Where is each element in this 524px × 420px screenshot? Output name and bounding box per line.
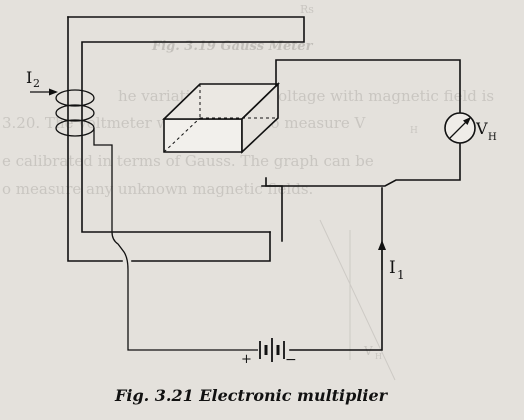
coil-current-sub: 2 [33,77,40,90]
battery-negative: − [285,352,297,368]
bg-top-scrap: Rs [300,3,314,16]
meter-label: V [475,119,488,138]
battery-positive: + [241,352,252,367]
hall-slab [162,82,280,154]
battery [259,338,285,362]
bg-line-3: e calibrated in terms of Gauss. The grap… [2,152,374,170]
hall-voltmeter [444,112,476,144]
diagram-labels: I 2 I 1 V H + − [26,68,497,368]
current-circuit [289,187,386,351]
bg-graph-line [319,219,396,381]
bg-line-4: o measure any unknown magnetic fields. [2,180,313,198]
meter-sub: H [488,132,497,143]
bg-lower-ghost-sub: H [375,352,382,361]
figure-caption: Fig. 3.21 Electronic multiplier [114,386,389,405]
input-current-sub: 1 [397,268,405,282]
magnetizing-coil [30,88,258,351]
input-current-label: I [389,258,396,278]
bg-lower-ghost: V [363,344,373,358]
bg-line-1: he variation of Hall voltage with magnet… [118,87,494,105]
bg-line-2-sub: H [410,126,418,136]
voltmeter-circuit [265,59,461,187]
coil-current-label: I [26,68,32,87]
